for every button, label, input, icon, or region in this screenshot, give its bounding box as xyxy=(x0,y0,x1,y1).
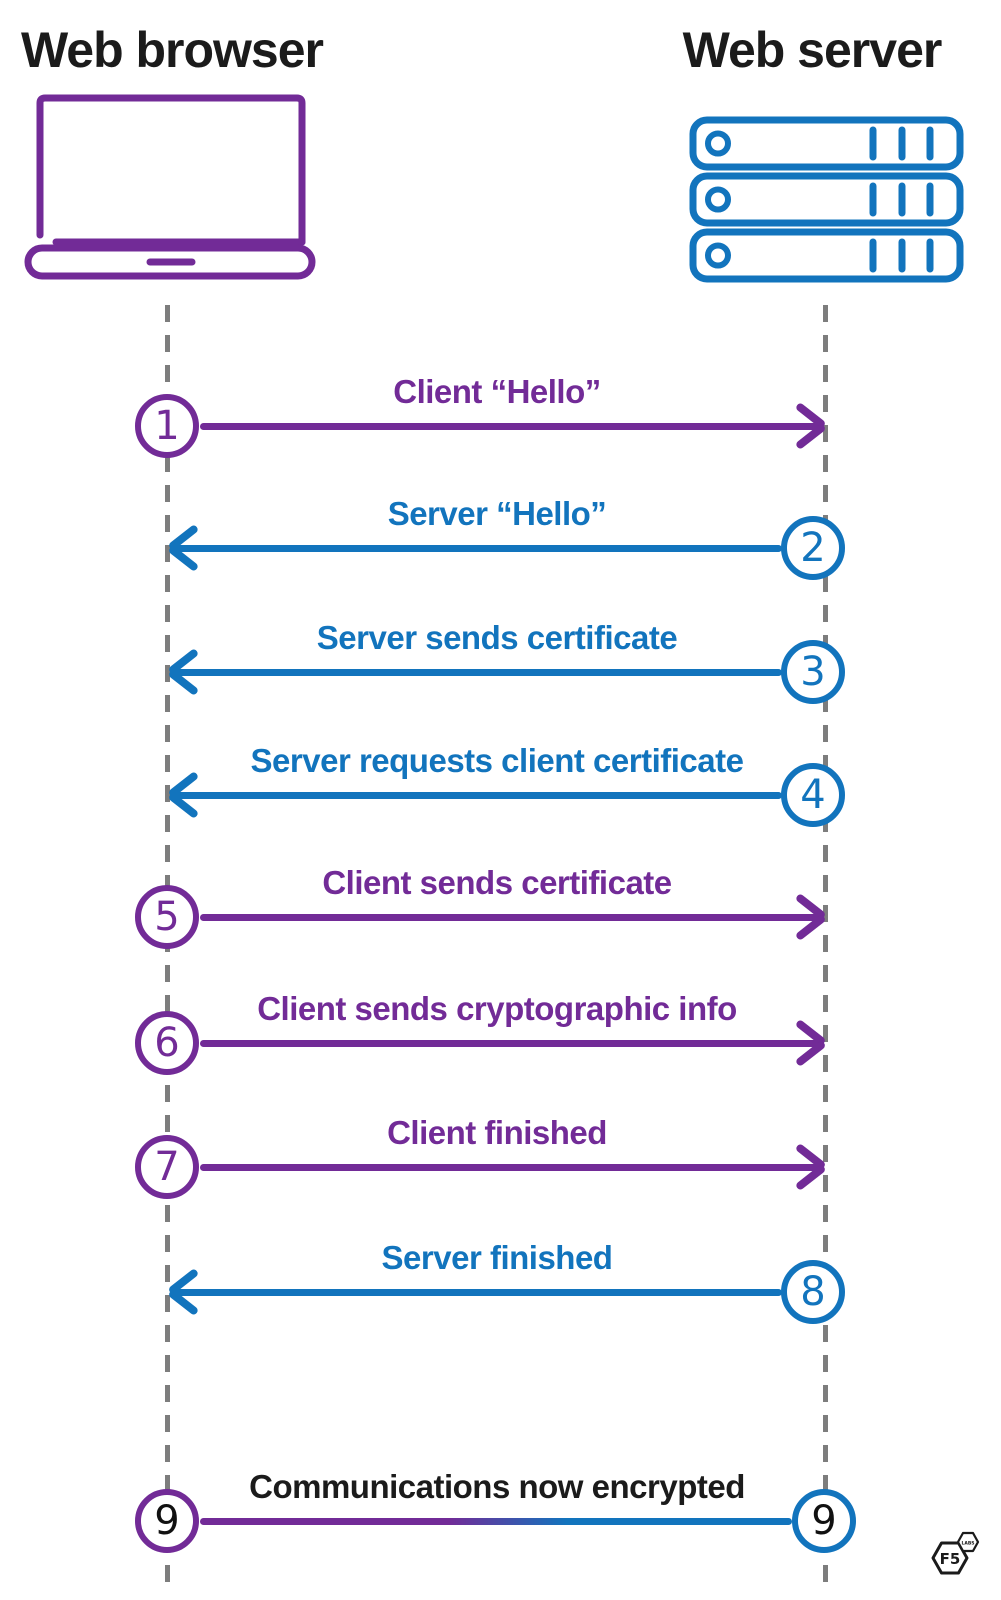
server-stack-icon xyxy=(689,116,964,283)
message-arrow-line xyxy=(200,913,822,921)
step-number-badge: 4 xyxy=(781,763,845,827)
encrypted-channel-line xyxy=(200,1517,792,1525)
step-label: Server sends certificate xyxy=(316,618,678,656)
client-title: Web browser xyxy=(20,22,324,78)
step-number-badge: 6 xyxy=(135,1011,199,1075)
message-arrow-line xyxy=(200,1039,822,1047)
step-label: Communications now encrypted xyxy=(249,1467,745,1505)
message-arrow-line xyxy=(174,1288,782,1296)
logo-labs-text: LABS xyxy=(961,1541,974,1547)
step-number-badge: 3 xyxy=(781,640,845,704)
step-label: Client sends certificate xyxy=(322,863,672,901)
step-label: Client sends cryptographic info xyxy=(257,989,737,1027)
step-number-badge: 9 xyxy=(792,1489,856,1553)
message-arrow-line xyxy=(200,1163,822,1171)
step-label: Client finished xyxy=(387,1113,607,1151)
message-arrow-line xyxy=(174,668,782,676)
step-number-badge: 9 xyxy=(135,1489,199,1553)
step-label: Server “Hello” xyxy=(387,494,607,532)
step-number-badge: 1 xyxy=(135,394,199,458)
server-title: Web server xyxy=(682,22,943,78)
step-label: Client “Hello” xyxy=(393,372,601,410)
laptop-icon xyxy=(24,94,316,280)
server-lifeline xyxy=(823,305,828,1592)
step-number-badge: 2 xyxy=(781,516,845,580)
step-number-badge: 5 xyxy=(135,885,199,949)
message-arrow-line xyxy=(174,791,782,799)
step-label: Server finished xyxy=(381,1238,613,1276)
message-arrow-line xyxy=(174,544,782,552)
step-number-badge: 7 xyxy=(135,1135,199,1199)
message-arrow-line xyxy=(200,422,822,430)
logo-f5-text: F5 xyxy=(940,1550,961,1568)
step-label: Server requests client certificate xyxy=(250,741,744,779)
f5-labs-logo: F5 LABS xyxy=(931,1531,980,1575)
step-number-badge: 8 xyxy=(781,1260,845,1324)
